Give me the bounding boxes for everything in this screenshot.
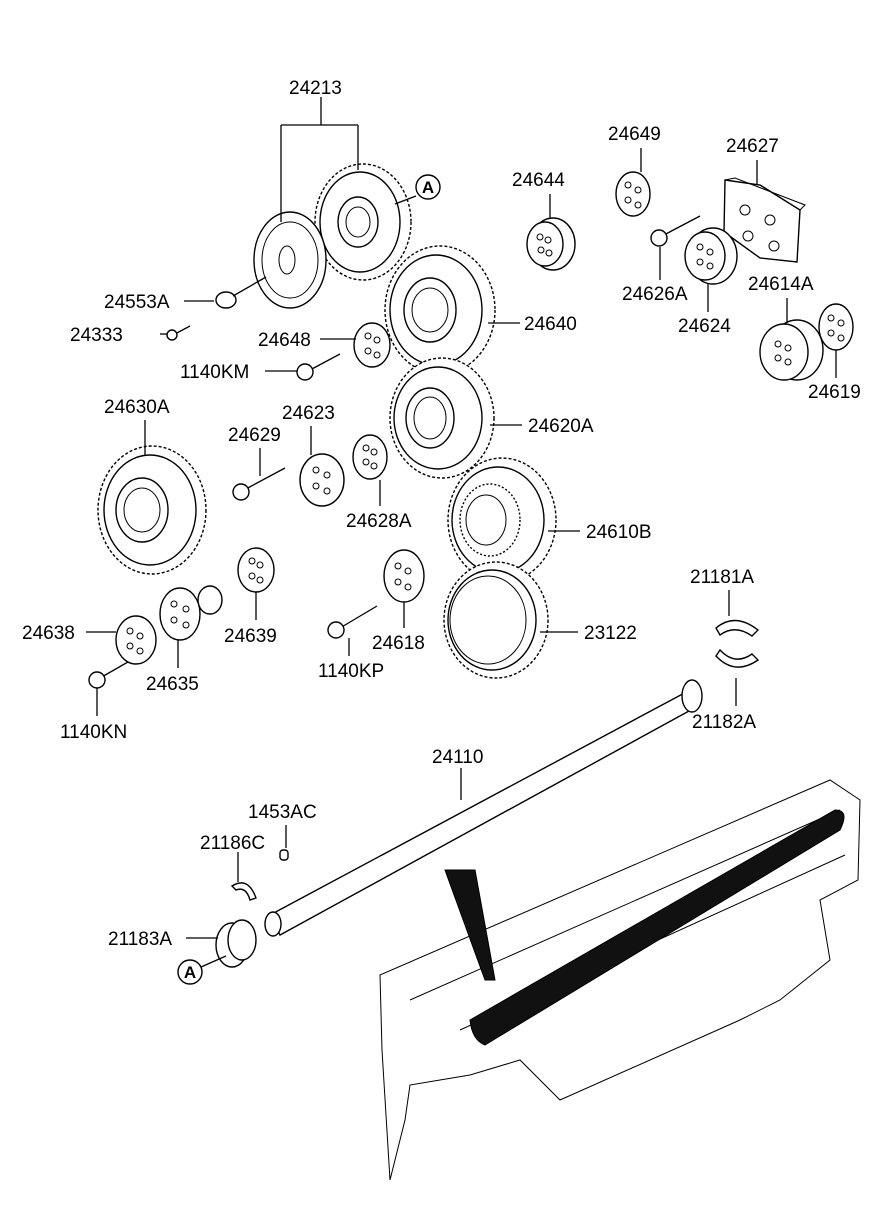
label-24623: 24623: [282, 403, 335, 424]
label-24649: 24649: [608, 124, 661, 145]
bolt-24333: [166, 325, 191, 341]
label-1140KN: 1140KN: [60, 722, 127, 743]
label-24626A: 24626A: [622, 284, 688, 305]
label-24629: 24629: [228, 425, 281, 446]
label-21183A: 21183A: [108, 929, 172, 950]
label-24620A: 24620A: [528, 416, 594, 437]
label-24624: 24624: [678, 316, 731, 337]
bolt-24629: [232, 467, 286, 501]
bushing-21183A: [215, 919, 257, 968]
disk-24619: [818, 303, 854, 351]
disk-24644: [526, 217, 576, 271]
gear-23122: [443, 561, 549, 679]
disk-24648: [353, 322, 391, 368]
label-24619: 24619: [808, 382, 861, 403]
label-24628A: 24628A: [346, 511, 412, 532]
bearing-21181A: [715, 619, 760, 637]
label-24213: 24213: [289, 78, 342, 99]
callout-a-top: A: [415, 174, 441, 200]
label-21182A: 21182A: [692, 712, 756, 733]
gear-24620A: [389, 357, 495, 479]
label-1453AC: 1453AC: [248, 802, 317, 823]
label-24333: 24333: [70, 325, 123, 346]
gear-24213: [314, 163, 412, 281]
part-labels: 24213 24553A 24333 24648 1140KM 24640 24…: [22, 78, 861, 950]
label-21186C: 21186C: [200, 833, 265, 854]
bolt-1140KN: [88, 661, 129, 689]
disk-24628A: [352, 434, 388, 480]
label-24630A: 24630A: [104, 397, 170, 418]
label-24614A: 24614A: [748, 274, 814, 295]
bolt-1140KP: [327, 605, 378, 639]
key-1453AC: [279, 849, 289, 861]
cylinder-head: [379, 779, 861, 1181]
camshaft-24110: [264, 679, 703, 937]
label-24638: 24638: [22, 623, 75, 644]
bolt-24626A: [650, 215, 701, 247]
label-1140KM: 1140KM: [180, 362, 249, 383]
bearing-21182A: [715, 648, 760, 668]
label-24644: 24644: [512, 170, 565, 191]
svg-text:A: A: [184, 963, 196, 982]
disk-24638: [115, 615, 157, 665]
label-24635: 24635: [146, 674, 199, 695]
gear-24640: [384, 245, 496, 375]
label-24110: 24110: [432, 747, 483, 768]
plate-24213: [253, 211, 327, 309]
label-24610B: 24610B: [586, 522, 652, 543]
disk-24618: [383, 549, 425, 603]
label-24627: 24627: [726, 136, 779, 157]
gear-24630A: [97, 445, 207, 575]
label-1140KP: 1140KP: [318, 661, 384, 682]
disk-24623: [299, 453, 345, 507]
leader-lines: [86, 97, 837, 968]
label-24639: 24639: [224, 626, 277, 647]
hub-24614A: [759, 319, 824, 381]
svg-text:A: A: [422, 178, 434, 197]
gear-24610B: [447, 457, 557, 583]
callout-a-bottom: A: [177, 959, 203, 985]
bolt-1140KM: [296, 353, 341, 381]
label-24618: 24618: [372, 633, 425, 654]
label-21181A: 21181A: [690, 567, 754, 588]
disk-24649: [615, 171, 651, 217]
washer-24553A: [215, 291, 237, 309]
label-24553A: 24553A: [104, 292, 170, 313]
label-24640: 24640: [524, 314, 577, 335]
disk-24624: [684, 227, 738, 285]
hub-24635: [159, 585, 223, 641]
bearing-21186C: [230, 882, 257, 901]
label-23122: 23122: [584, 623, 637, 644]
label-24648: 24648: [258, 330, 311, 351]
disk-24639: [237, 547, 275, 593]
